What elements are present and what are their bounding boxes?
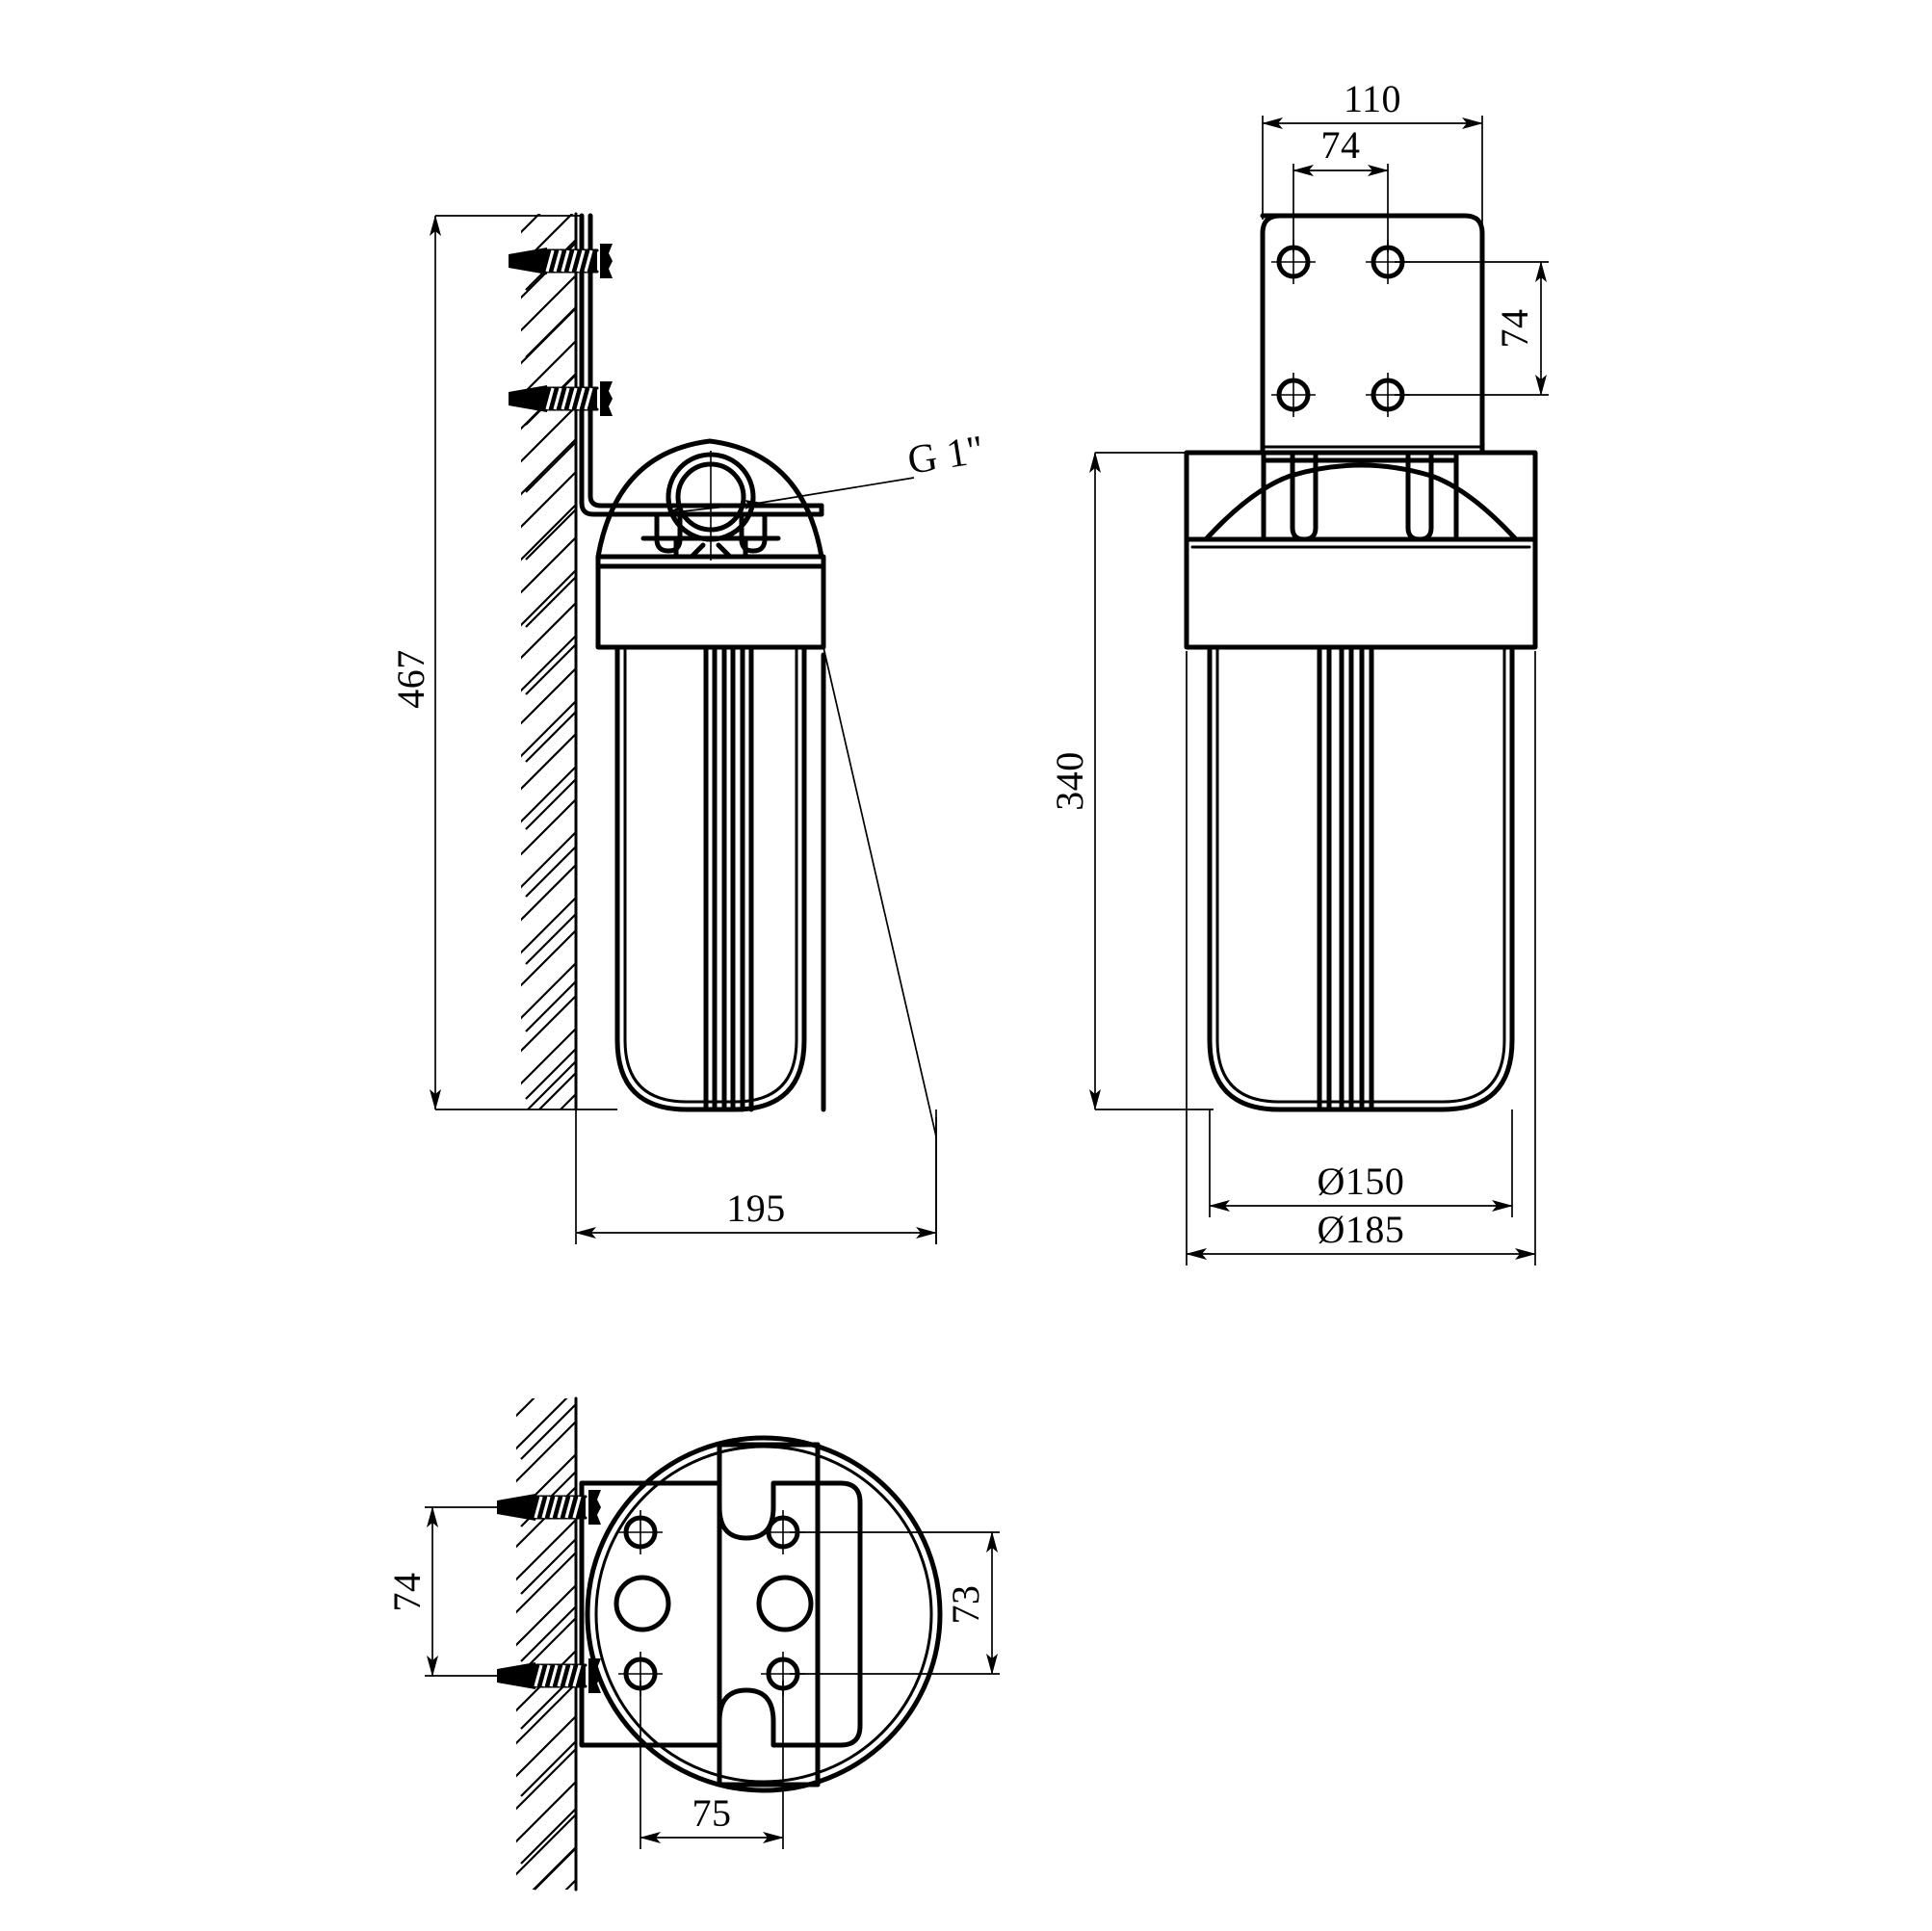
dim-plan-74-label: 74 <box>385 1573 429 1612</box>
plate-large-holes-plan <box>614 1575 814 1632</box>
plate-large-hole-left <box>614 1575 671 1632</box>
dim-110: 110 <box>1262 77 1483 404</box>
dim-74-vertical: 74 <box>1395 261 1549 396</box>
dim-340-label: 340 <box>1048 751 1091 811</box>
mounting-plate-front <box>1260 213 1485 456</box>
dim-dia185: Ø185 <box>1186 651 1536 1266</box>
filter-bowl-front <box>1207 644 1515 1112</box>
dim-110-label: 110 <box>1344 77 1401 120</box>
mounting-plate-plan <box>579 1480 863 1748</box>
dim-dia185-label: Ø185 <box>1318 1208 1405 1251</box>
thread-callout-label: G 1" <box>904 428 986 483</box>
dim-74-h-label: 74 <box>1321 123 1361 167</box>
dim-plan-73: 73 <box>790 1531 1000 1675</box>
dim-467-label: 467 <box>389 649 432 709</box>
front-view: 110 74 74 340 <box>1048 77 1549 1266</box>
dim-467: 467 <box>389 215 617 1110</box>
plate-holes-front <box>1271 240 1410 417</box>
dim-plan-75: 75 <box>640 1681 784 1849</box>
plate-large-hole-right <box>756 1575 814 1632</box>
filter-head-side <box>595 438 826 650</box>
dim-dia150-label: Ø150 <box>1318 1160 1405 1203</box>
dim-195-label: 195 <box>726 1187 786 1230</box>
dim-74-horizontal: 74 <box>1292 123 1389 252</box>
plate-hole-plan-top-left <box>618 1510 663 1554</box>
top-view: 74 73 75 <box>385 1396 1000 1892</box>
dim-dia150: Ø150 <box>1209 1109 1513 1217</box>
filter-bowl-side <box>614 644 807 1112</box>
wall-hatching <box>521 212 578 1111</box>
dim-plan-73-label: 73 <box>944 1585 987 1625</box>
side-view: 467 195 G 1" <box>389 212 987 1244</box>
plate-hole-bottom-left <box>1271 373 1316 417</box>
cap-band-plan <box>717 1442 821 1787</box>
dim-74-v-label: 74 <box>1493 309 1536 349</box>
dim-195: 195 <box>575 646 937 1244</box>
dim-340: 340 <box>1048 452 1214 1110</box>
dim-plan-74: 74 <box>385 1506 501 1677</box>
filter-head-front <box>1184 450 1538 650</box>
wall-hatching-plan <box>516 1396 585 1892</box>
plate-holes-plan <box>618 1510 805 1696</box>
dim-plan-75-label: 75 <box>692 1791 732 1835</box>
wall-bracket-angle <box>579 213 824 517</box>
